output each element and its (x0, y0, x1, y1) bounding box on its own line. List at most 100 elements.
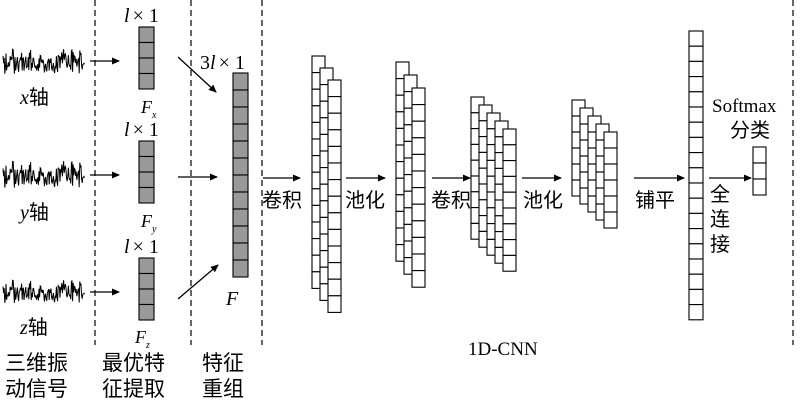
feature-vector-fy (138, 140, 155, 204)
cell (327, 79, 342, 98)
fc-label-1: 全 (710, 183, 730, 206)
y-waveform (2, 160, 86, 188)
recombination-caption-line2: 重组 (202, 377, 244, 401)
cell (603, 131, 618, 149)
output-vector (752, 146, 767, 196)
x-waveform (2, 48, 86, 74)
cell (138, 140, 155, 158)
cell (688, 167, 704, 184)
arrow-fz-to-f (177, 264, 219, 300)
cell (411, 170, 426, 189)
cell (603, 195, 618, 213)
cell (232, 89, 249, 108)
cell (688, 76, 704, 93)
conv1-feature-maps (311, 55, 342, 313)
classify-label: 分类 (730, 119, 770, 142)
cell (232, 191, 249, 210)
z-axis-label: z轴 (19, 316, 48, 339)
cell (688, 91, 704, 108)
cell (327, 112, 342, 131)
cell (232, 242, 249, 261)
cell (327, 295, 342, 313)
softmax-label: Softmax (712, 96, 777, 117)
cell (327, 245, 342, 264)
cell (138, 272, 155, 290)
flatten-vector (688, 30, 704, 321)
cell (327, 129, 342, 147)
cell (502, 223, 517, 241)
arrow-fx-to-f (177, 56, 217, 93)
cell (327, 228, 342, 247)
cell (327, 162, 342, 181)
cell (688, 182, 704, 199)
cell (138, 41, 155, 59)
fz-label: Fz (134, 327, 150, 351)
cell (502, 191, 517, 209)
cell (232, 174, 249, 193)
cell (688, 228, 704, 245)
cell (327, 212, 342, 230)
cell (688, 106, 704, 123)
cell (688, 243, 704, 260)
pool1-feature-maps (395, 61, 426, 288)
cell (138, 186, 155, 204)
cell (688, 45, 704, 62)
cell (138, 303, 155, 321)
cell (232, 123, 249, 142)
cell (138, 171, 155, 189)
size-label-fx: l× 1 (124, 5, 159, 27)
fx-label: Fx (140, 97, 157, 121)
cell (688, 152, 704, 169)
cell (411, 270, 426, 288)
cell (411, 187, 426, 205)
pool2-feature-maps (571, 99, 618, 229)
cell (688, 60, 704, 78)
cell (232, 225, 249, 244)
cell (752, 162, 767, 180)
input-caption-line2: 动信号 (5, 377, 68, 401)
cell (688, 304, 704, 321)
cell (232, 259, 249, 278)
cell (411, 236, 426, 255)
selection-caption-line1: 最优特 (102, 351, 165, 375)
cell (232, 208, 249, 227)
cell (502, 128, 517, 146)
cell (138, 155, 155, 173)
feature-vector-fx (138, 26, 155, 90)
selection-caption-line2: 征提取 (102, 377, 165, 401)
network-blocks (138, 26, 767, 321)
feature-vector-fz (138, 257, 155, 321)
cell (603, 211, 618, 229)
cell (688, 197, 704, 214)
cell (411, 153, 426, 172)
size-label-f: 3l× 1 (200, 52, 245, 74)
cell (411, 253, 426, 272)
cell (688, 30, 704, 47)
cell (603, 147, 618, 165)
recombination-caption-line1: 特征 (202, 351, 244, 375)
cell (327, 96, 342, 114)
cell (411, 203, 426, 222)
cell (688, 288, 704, 306)
cell (603, 179, 618, 197)
cell (138, 72, 155, 90)
cell (502, 160, 517, 177)
x-axis-label: x轴 (19, 86, 49, 109)
y-axis-label: y轴 (18, 201, 49, 224)
network-label: 1D-CNN (468, 339, 538, 360)
cell (411, 220, 426, 238)
cell (411, 120, 426, 139)
cell (327, 179, 342, 197)
conv2-label: 卷积 (431, 189, 471, 212)
cell (752, 178, 767, 196)
cell (752, 146, 767, 164)
cell (502, 254, 517, 272)
cell (232, 72, 249, 91)
input-caption-line1: 三维振 (5, 351, 68, 375)
size-label-fy: l× 1 (124, 119, 159, 141)
pool2-label: 池化 (523, 189, 563, 212)
cell (327, 145, 342, 164)
fc-label-2: 连 (710, 208, 730, 231)
cell (688, 121, 704, 138)
